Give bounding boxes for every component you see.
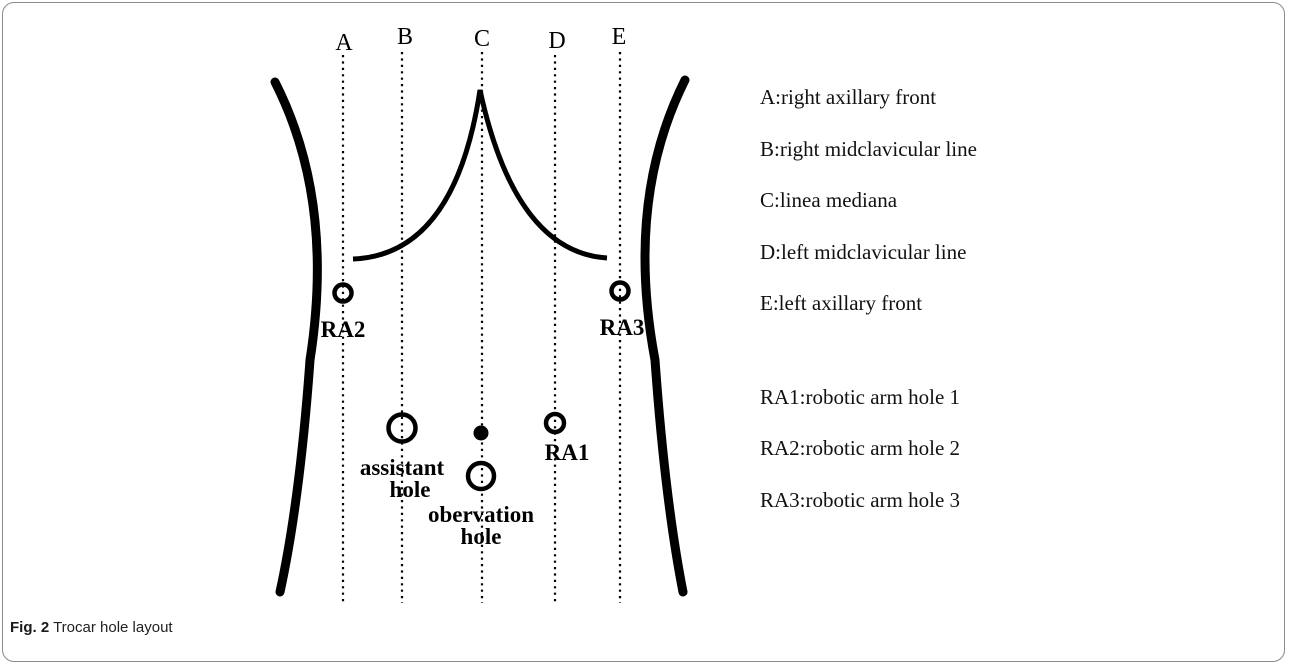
reference-lines [341,52,622,603]
legend-item-ra2: RA2:robotic arm hole 2 [760,436,961,460]
assistant-hole [386,412,418,444]
assistant-label-line1: assistant [360,455,445,480]
observation-label-line2: hole [461,524,502,549]
legend-item-ra3: RA3:robotic arm hole 3 [760,487,961,512]
assistant-label-line2: hole [390,477,431,502]
legend-item-b: B:right midclavicular line [760,136,977,161]
legend-item-ra1: RA1:robotic arm hole 1 [760,384,961,409]
legend-item-a: A:right axillary front [760,85,937,109]
ra3-hole [609,280,631,302]
line-label-e: E [612,24,627,50]
figure-caption: Fig. 2 Trocar hole layout [10,619,173,636]
line-label-d: D [548,28,565,54]
trocar-diagram: A B C D E RA2 RA3 RA1 assistant hole obe… [270,24,690,603]
legend-spacer [760,340,1080,382]
line-label-c: C [474,26,490,52]
ra1-hole [543,411,567,435]
ra2-hole [332,282,354,304]
caption-text: Trocar hole layout [53,619,173,636]
legend-item-d: D:left midclavicular line [760,239,967,264]
ra2-label: RA2 [321,317,366,342]
observation-label-line1: obervation [428,502,534,527]
torso-right-contour [640,75,690,597]
legend: A:right axillary front B:right midclavic… [760,82,1080,536]
legend-item-e: E:left axillary front [760,291,923,315]
costal-arch [352,89,608,262]
ra1-label: RA1 [545,440,590,465]
line-label-b: B [397,24,413,50]
observation-hole [465,460,497,492]
torso-left-contour [270,77,322,597]
line-label-a: A [335,30,353,56]
camera-marker [473,425,489,441]
caption-label: Fig. 2 [10,619,50,636]
legend-item-c: C:linea mediana [760,188,898,212]
ra3-label: RA3 [600,315,645,340]
